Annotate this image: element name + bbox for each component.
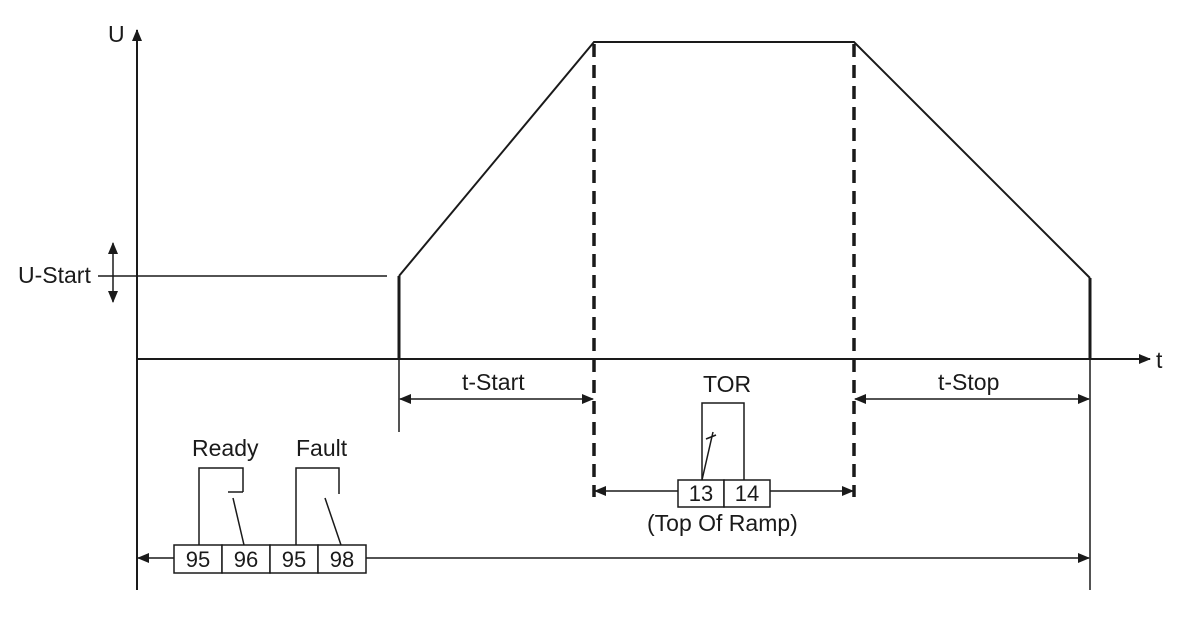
- ready-relay-wiring: [198, 467, 244, 545]
- ready-relay-switch-blade: [232, 497, 245, 546]
- terminal-13-label: 13: [689, 481, 713, 506]
- t-start-label: t-Start: [462, 369, 525, 395]
- terminal-14-box: [723, 479, 771, 508]
- t-stop-label: t-Stop: [938, 369, 999, 395]
- tor-relay-switch-blade: [701, 431, 714, 481]
- u-start-label: U-Start: [18, 262, 91, 288]
- ready-label: Ready: [192, 435, 259, 461]
- terminal-95-fault-label: 95: [282, 547, 306, 572]
- tor-label: TOR: [703, 371, 751, 397]
- terminal-98-box: [317, 544, 367, 574]
- tor-relay-contact-wiring: [701, 402, 745, 480]
- tor-relay-switch-tick: [705, 434, 717, 440]
- terminal-95-ready-label: 95: [186, 547, 210, 572]
- terminal-96-label: 96: [234, 547, 258, 572]
- terminal-13-box: [677, 479, 725, 508]
- terminal-98-label: 98: [330, 547, 354, 572]
- top-of-ramp-label: (Top Of Ramp): [647, 510, 798, 536]
- terminal-95-ready-box: [173, 544, 223, 574]
- voltage-ramp-curve: [398, 41, 1091, 279]
- fault-label: Fault: [296, 435, 348, 461]
- terminal-96-box: [221, 544, 271, 574]
- fault-relay-wiring: [295, 467, 340, 545]
- y-axis-label: U: [108, 21, 125, 47]
- x-axis-label: t: [1156, 347, 1163, 373]
- terminal-14-label: 14: [735, 481, 759, 506]
- fault-relay-switch-blade: [324, 497, 342, 546]
